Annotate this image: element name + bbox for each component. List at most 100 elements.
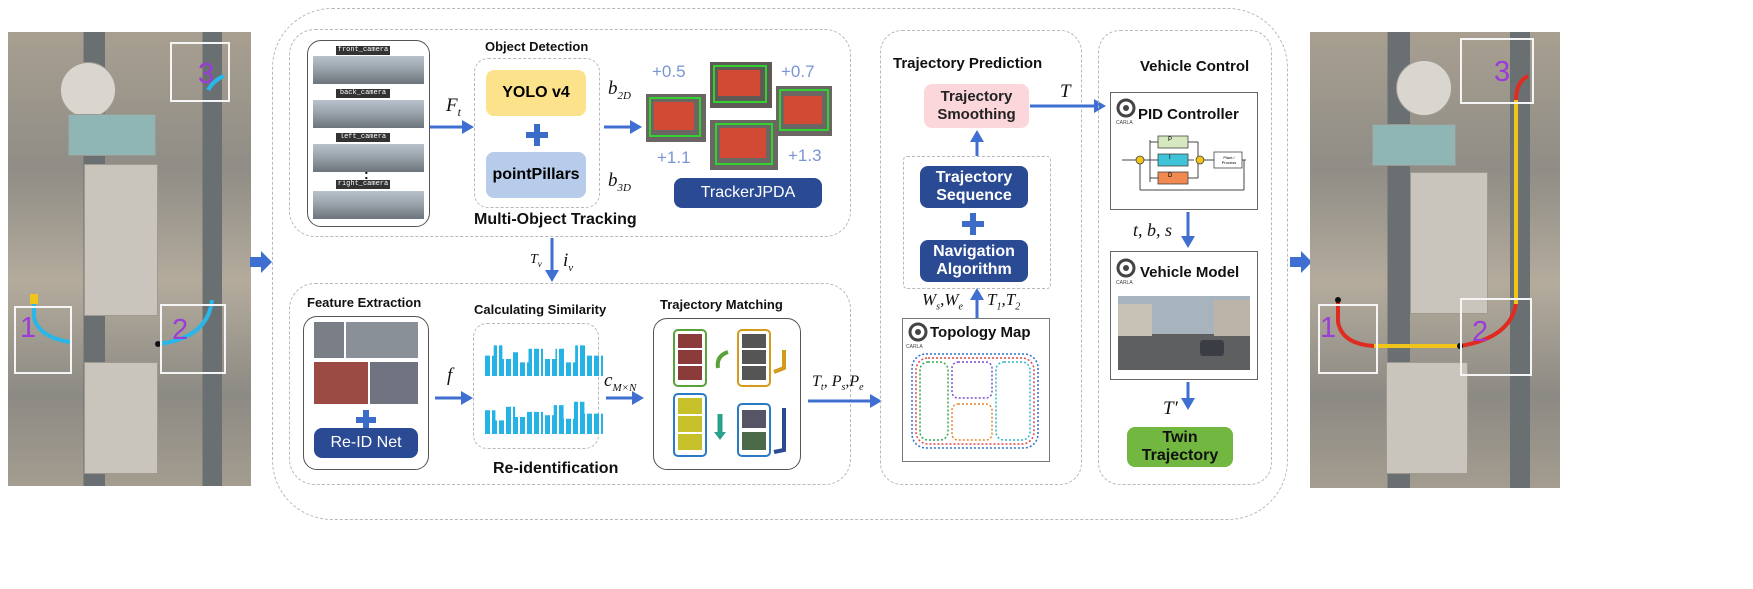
vehicle-model-label: Vehicle Model — [1140, 264, 1240, 281]
arrow-up-smoothing — [970, 130, 984, 156]
plus-icon — [962, 213, 984, 235]
camera-label-front: front_camera — [336, 46, 390, 55]
right-region-box-3 — [1460, 38, 1534, 104]
yolo-label: YOLO v4 — [502, 84, 570, 101]
camera-row-right — [313, 191, 424, 219]
arrow-down-twin — [1181, 382, 1195, 410]
confidence-label: +1.3 — [788, 146, 822, 165]
prediction-title: Trajectory Prediction — [893, 55, 1043, 72]
math-tv: Tv — [530, 252, 542, 269]
carla-logo-text: CARLA — [1116, 280, 1133, 286]
plus-icon — [526, 124, 548, 146]
math-tbs: t, b, s — [1133, 220, 1173, 240]
right-region-number: 2 — [1472, 316, 1489, 348]
trackerjpda-box: TrackerJPDA — [674, 178, 822, 208]
arrow-ft — [430, 120, 474, 134]
right-region-number: 3 — [1494, 56, 1511, 88]
camera-label-left: left_camera — [336, 133, 390, 142]
left-region-box-1 — [14, 306, 72, 374]
left-region-number: 3 — [198, 58, 215, 90]
right-region-box-1 — [1318, 304, 1378, 374]
camera-row-back — [313, 100, 424, 128]
carla-icon — [908, 322, 928, 342]
math-cmn: cM×N — [604, 370, 637, 394]
arrow-cmn — [606, 391, 644, 405]
left-route — [30, 74, 225, 347]
math-t-out: T — [1060, 81, 1071, 102]
left-region-box-3 — [170, 42, 230, 102]
left-building — [68, 114, 156, 156]
reid-net-box: Re-ID Net — [314, 428, 418, 458]
camera-label-back: back_camera — [336, 89, 390, 98]
right-building — [1386, 362, 1468, 474]
pointpillars-box: pointPillars — [486, 152, 586, 198]
topology-map-label: Topology Map — [930, 324, 1031, 341]
topology-map-graph — [911, 353, 1039, 449]
confidence-label: +1.1 — [657, 148, 691, 167]
twin-trajectory-label: Twin Trajectory — [1141, 429, 1219, 464]
matching-thumbnails — [673, 329, 786, 457]
left-building — [84, 362, 158, 474]
math-ws-we: Ws,We — [922, 290, 963, 313]
left-region-box-2 — [160, 304, 226, 374]
pid-block-diagram — [1122, 135, 1246, 191]
navigation-algorithm-label: Navigation Algorithm — [933, 243, 1015, 278]
plant-label: Plant / Process — [1221, 155, 1237, 165]
right-route — [1335, 74, 1530, 349]
confidence-label: +0.7 — [781, 62, 815, 81]
pid-p-label: P — [1168, 137, 1173, 143]
camera-ellipsis: : — [364, 166, 369, 182]
math-b3d: b3D — [608, 170, 631, 194]
trajectory-sequence-label: Trajectory Sequence — [935, 169, 1013, 204]
detection-dashed-box — [474, 58, 600, 208]
math-iv: iv — [563, 250, 574, 274]
input-arrow — [250, 251, 272, 273]
camera-row-front — [313, 56, 424, 84]
vehicle-model-image — [1118, 296, 1250, 370]
reid-net-label: Re-ID Net — [330, 434, 402, 451]
arrow-tv — [545, 238, 559, 282]
pid-controller-label: PID Controller — [1138, 106, 1239, 123]
framework-dashed-frame — [272, 8, 1288, 520]
carla-logo-text: CARLA — [1116, 120, 1133, 126]
carla-logo-text: CARLA — [906, 344, 923, 350]
camera-label-right: right_camera — [336, 180, 390, 189]
right-region-box-2 — [1460, 298, 1532, 376]
plus-icon — [356, 410, 376, 430]
pointpillars-label: pointPillars — [492, 166, 580, 183]
carla-icon — [1116, 258, 1136, 278]
right-building — [1372, 124, 1456, 166]
control-title: Vehicle Control — [1140, 58, 1250, 75]
twin-trajectory-box: Twin Trajectory — [1127, 427, 1233, 467]
left-building — [84, 164, 158, 316]
left-roundabout — [60, 62, 116, 118]
right-roundabout — [1396, 60, 1452, 116]
mot-title: Multi-Object Tracking — [474, 211, 637, 228]
confidence-label: +0.5 — [652, 62, 686, 81]
arrow-to-control — [1030, 99, 1106, 113]
prediction-dashed-panel — [880, 30, 1082, 485]
pid-d-label: D — [1168, 173, 1173, 179]
right-aerial-map: 1 2 3 — [1310, 32, 1560, 488]
right-region-number: 1 — [1320, 312, 1337, 344]
math-b2d: b2D — [608, 78, 631, 102]
output-arrow — [1290, 251, 1312, 273]
left-region-number: 1 — [20, 312, 37, 344]
reid-title: Re-identification — [493, 460, 619, 477]
math-t1-t2: T1,T2 — [987, 290, 1021, 313]
math-ft: Ft — [446, 95, 461, 119]
left-region-number: 2 — [172, 314, 189, 346]
feature-extraction-label: Feature Extraction — [307, 295, 422, 310]
vehicle-crops — [314, 322, 418, 404]
similarity-dashed-box — [473, 323, 599, 449]
arrow-f — [435, 391, 473, 405]
math-tt-ps-pe: Tt, Ps,Pe — [812, 373, 864, 394]
pid-i-label: I — [1169, 155, 1171, 161]
math-tprime: T′ — [1163, 398, 1178, 419]
left-aerial-map: 1 2 3 — [8, 32, 251, 486]
arrow-down-model — [1181, 212, 1195, 248]
trajectory-smoothing-box: Trajectory Smoothing — [924, 84, 1029, 128]
topology-map-panel — [902, 318, 1050, 462]
carla-icon — [1116, 98, 1136, 118]
arrow-detect — [604, 120, 642, 134]
